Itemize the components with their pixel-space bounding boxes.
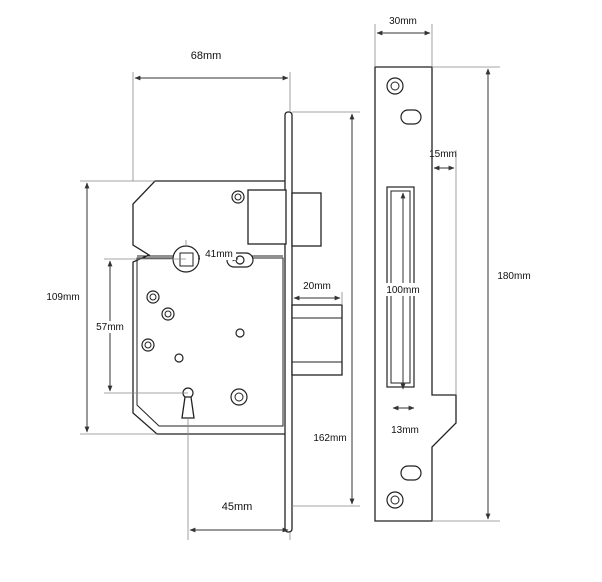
dim-spindle-to-bolt: 41mm bbox=[205, 249, 233, 260]
dim-forend-height: 162mm bbox=[313, 433, 346, 444]
latch-bolt bbox=[291, 304, 343, 376]
forend-plate bbox=[284, 111, 293, 533]
label-backdrop bbox=[383, 283, 423, 296]
dim-bolt-slot-height: 100mm bbox=[386, 285, 419, 296]
deadbolt bbox=[247, 189, 322, 247]
dim-faceplate-width: 30mm bbox=[389, 16, 417, 27]
fixing-holes bbox=[141, 190, 248, 406]
extension-lines bbox=[80, 24, 500, 540]
dim-strike-height: 180mm bbox=[497, 271, 530, 282]
dim-body-height: 109mm bbox=[46, 292, 79, 303]
dim-faceplate-tab: 15mm bbox=[429, 149, 457, 160]
dim-bolt-throw: 20mm bbox=[303, 281, 331, 292]
keyhole bbox=[181, 387, 195, 419]
dim-backset-spindle: 57mm bbox=[96, 322, 124, 333]
label-backdrop bbox=[91, 321, 129, 333]
dim-slot-width: 13mm bbox=[391, 425, 419, 436]
dim-backset: 45mm bbox=[222, 501, 253, 513]
label-backdrop bbox=[200, 249, 236, 260]
dim-body-width: 68mm bbox=[191, 50, 222, 62]
